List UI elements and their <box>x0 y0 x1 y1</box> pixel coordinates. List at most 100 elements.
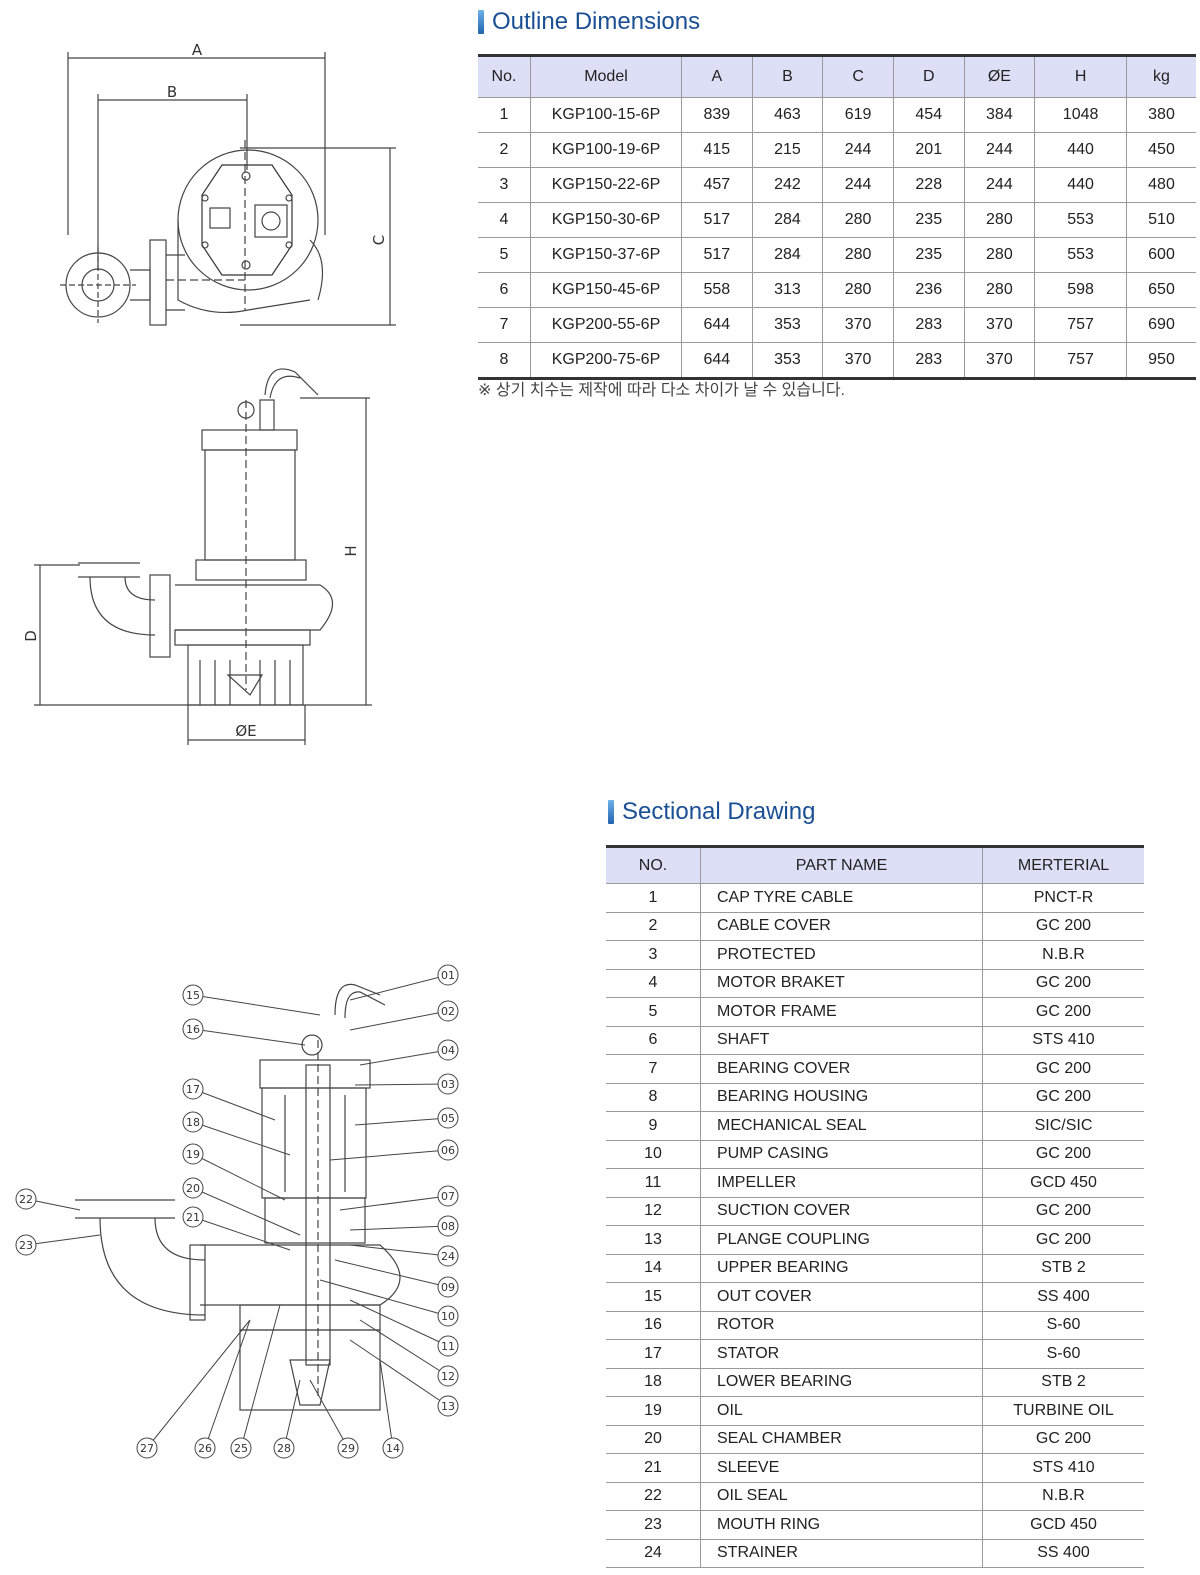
part-material: SS 400 <box>982 1538 1144 1568</box>
part-name: LOWER BEARING <box>700 1367 983 1397</box>
table-cell: 370 <box>822 307 894 343</box>
table-cell: 384 <box>963 97 1036 133</box>
part-name: MOTOR BRAKET <box>700 968 983 998</box>
table-cell: 415 <box>681 132 753 168</box>
table-cell: 558 <box>681 272 753 308</box>
table-cell: 440 <box>1034 167 1127 203</box>
part-material: PNCT-R <box>982 883 1144 913</box>
part-name: PUMP CASING <box>700 1139 983 1169</box>
table-cell: 201 <box>892 132 965 168</box>
callout-label: 24 <box>441 1250 455 1263</box>
table-cell: 1048 <box>1034 97 1127 133</box>
callout-label: 21 <box>186 1211 200 1224</box>
callout-bubble: 13 <box>349 1339 459 1417</box>
callout-bubble: 25 <box>230 1304 281 1459</box>
part-number: 7 <box>606 1054 701 1084</box>
table-cell: 280 <box>963 202 1036 238</box>
sectional-drawing: 0102040305060708240910111213151617181920… <box>15 964 459 1459</box>
callout-label: 06 <box>441 1144 455 1157</box>
table-cell: 380 <box>1125 97 1196 133</box>
part-name: CAP TYRE CABLE <box>700 883 983 913</box>
callout-label: 09 <box>441 1281 455 1294</box>
table-cell: KGP100-19-6P <box>530 132 682 168</box>
table-cell: 8 <box>478 342 531 380</box>
heading-bar-icon <box>608 800 614 824</box>
part-name: SUCTION COVER <box>700 1196 983 1226</box>
table-cell: 370 <box>963 307 1036 343</box>
callout-label: 10 <box>441 1310 455 1323</box>
table-cell: 600 <box>1125 237 1196 273</box>
callout-label: 15 <box>186 989 200 1002</box>
table-cell: 370 <box>822 342 894 380</box>
table-cell: 757 <box>1034 342 1127 380</box>
callout-bubble: 28 <box>273 1379 301 1459</box>
callout-bubble: 27 <box>136 1319 251 1459</box>
part-number: 12 <box>606 1196 701 1226</box>
callout-label: 28 <box>277 1442 291 1455</box>
part-material: N.B.R <box>982 940 1144 970</box>
part-material: SS 400 <box>982 1282 1144 1312</box>
part-name: MOUTH RING <box>700 1510 983 1540</box>
callout-bubble: 14 <box>379 1359 404 1459</box>
table-cell: 517 <box>681 237 753 273</box>
table-cell: 839 <box>681 97 753 133</box>
part-material: STB 2 <box>982 1367 1144 1397</box>
dim-label-d: D <box>22 630 40 642</box>
table-cell: 244 <box>963 167 1036 203</box>
callout-label: 23 <box>19 1239 33 1252</box>
col-header-e: ØE <box>963 54 1036 98</box>
part-material: GC 200 <box>982 997 1144 1027</box>
table-cell: KGP150-22-6P <box>530 167 682 203</box>
callout-label: 05 <box>441 1112 455 1125</box>
part-material: GC 200 <box>982 1054 1144 1084</box>
table-cell: 284 <box>751 237 824 273</box>
table-cell: KGP150-30-6P <box>530 202 682 238</box>
part-material: GC 200 <box>982 1424 1144 1454</box>
table-cell: 6 <box>478 272 531 308</box>
col-header-b: B <box>751 54 824 98</box>
table-cell: 313 <box>751 272 824 308</box>
table-cell: 244 <box>963 132 1036 168</box>
table-cell: 353 <box>751 342 824 380</box>
part-number: 24 <box>606 1538 701 1568</box>
callout-label: 29 <box>341 1442 355 1455</box>
callout-bubble: 24 <box>349 1244 459 1267</box>
part-material: N.B.R <box>982 1481 1144 1511</box>
part-number: 15 <box>606 1282 701 1312</box>
callout-label: 08 <box>441 1220 455 1233</box>
col-header-d: D <box>892 54 965 98</box>
table-cell: 236 <box>892 272 965 308</box>
col-header-model: Model <box>530 54 682 98</box>
callout-bubble: 04 <box>359 1039 459 1066</box>
table-cell: 280 <box>822 237 894 273</box>
col-header-no: No. <box>478 54 531 98</box>
callout-label: 11 <box>441 1340 455 1353</box>
table-cell: 280 <box>822 272 894 308</box>
table-cell: 644 <box>681 307 753 343</box>
callout-bubble: 16 <box>182 1018 306 1046</box>
part-material: TURBINE OIL <box>982 1396 1144 1426</box>
part-name: SHAFT <box>700 1025 983 1055</box>
callout-bubble: 07 <box>339 1185 459 1211</box>
callout-bubble: 09 <box>334 1259 459 1298</box>
table-header-row: No. Model A B C D ØE H kg <box>478 54 1196 98</box>
callout-bubble: 18 <box>182 1111 291 1156</box>
part-material: STS 410 <box>982 1025 1144 1055</box>
table-cell: 4 <box>478 202 531 238</box>
callout-label: 25 <box>234 1442 248 1455</box>
table-cell: 463 <box>751 97 824 133</box>
